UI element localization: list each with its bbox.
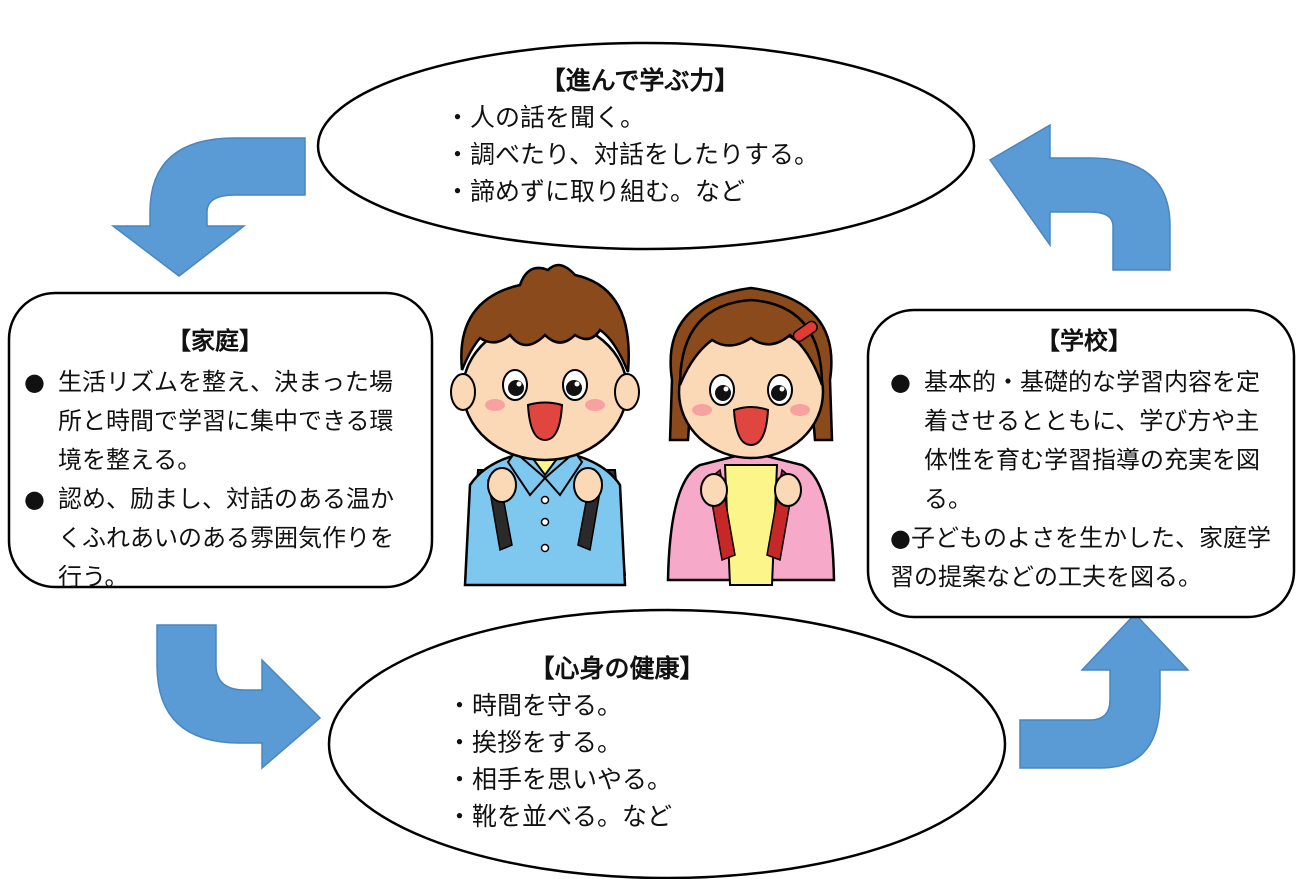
home-item: ● 生活リズムを整え、決まった場所と時間で学習に集中できる環境を整える。	[24, 363, 406, 480]
school-title: 【学校】	[1036, 327, 1132, 355]
bottom-item: ・時間を守る。	[447, 691, 623, 720]
home-title: 【家庭】	[167, 327, 263, 355]
arrow-top-left-curved-icon	[110, 137, 306, 277]
bottom-item: ・靴を並べる。など	[447, 802, 673, 831]
arrow-bottom-left-curved-icon	[156, 624, 322, 770]
home-box	[7, 291, 434, 589]
school-box-text: 【学校】 ● 基本的・基礎的な学習内容を定着させるとともに、学び方や主体性を育む学…	[890, 322, 1278, 597]
school-item: ● 基本的・基礎的な学習内容を定着させるとともに、学び方や主体性を育む学習指導の充…	[890, 363, 1278, 519]
school-box	[866, 308, 1296, 619]
top-oval	[316, 41, 976, 251]
top-oval-text: 【進んで学ぶ力】 ・人の話を聞く。 ・調べたり、対話をしたりする。 ・諦めずに取…	[445, 62, 835, 210]
top-item: ・諦めずに取り組む。など	[445, 177, 746, 206]
bottom-title: 【心身の健康】	[529, 654, 705, 683]
home-item-text: 生活リズムを整え、決まった場所と時間で学習に集中できる環境を整える。	[58, 368, 394, 474]
bullet-icon: ●	[24, 368, 45, 396]
bottom-oval-text: 【心身の健康】 ・時間を守る。 ・挨拶をする。 ・相手を思いやる。 ・靴を並べる…	[447, 650, 747, 835]
bullet-icon: ●	[24, 485, 45, 513]
bottom-item: ・相手を思いやる。	[447, 765, 673, 794]
school-item: ●子どものよさを生かした、家庭学習の提案などの工夫を図る。	[890, 519, 1278, 597]
school-item-text: 基本的・基礎的な学習内容を定着させるとともに、学び方や主体性を育む学習指導の充実…	[924, 368, 1260, 513]
school-item-text: 子どものよさを生かした、家庭学習の提案などの工夫を図る。	[890, 524, 1271, 591]
top-item: ・人の話を聞く。	[445, 103, 646, 132]
bottom-item: ・挨拶をする。	[447, 728, 623, 757]
girl-illustration	[666, 286, 836, 586]
arrow-top-right-curved-icon	[988, 123, 1171, 271]
top-title: 【進んで学ぶ力】	[540, 66, 740, 95]
top-item: ・調べたり、対話をしたりする。	[445, 140, 820, 169]
bottom-oval	[327, 608, 1007, 879]
bullet-icon: ●	[890, 524, 911, 552]
home-box-text: 【家庭】 ● 生活リズムを整え、決まった場所と時間で学習に集中できる環境を整える。…	[24, 322, 406, 597]
arrow-bottom-right-curved-icon	[1019, 612, 1190, 769]
children-illustration	[450, 263, 836, 587]
bullet-icon: ●	[890, 368, 911, 396]
home-item-text: 認め、励まし、対話のある温かくふれあいのある雰囲気作りを行う。	[58, 485, 394, 591]
home-item: ● 認め、励まし、対話のある温かくふれあいのある雰囲気作りを行う。	[24, 480, 406, 597]
boy-illustration	[450, 263, 640, 587]
